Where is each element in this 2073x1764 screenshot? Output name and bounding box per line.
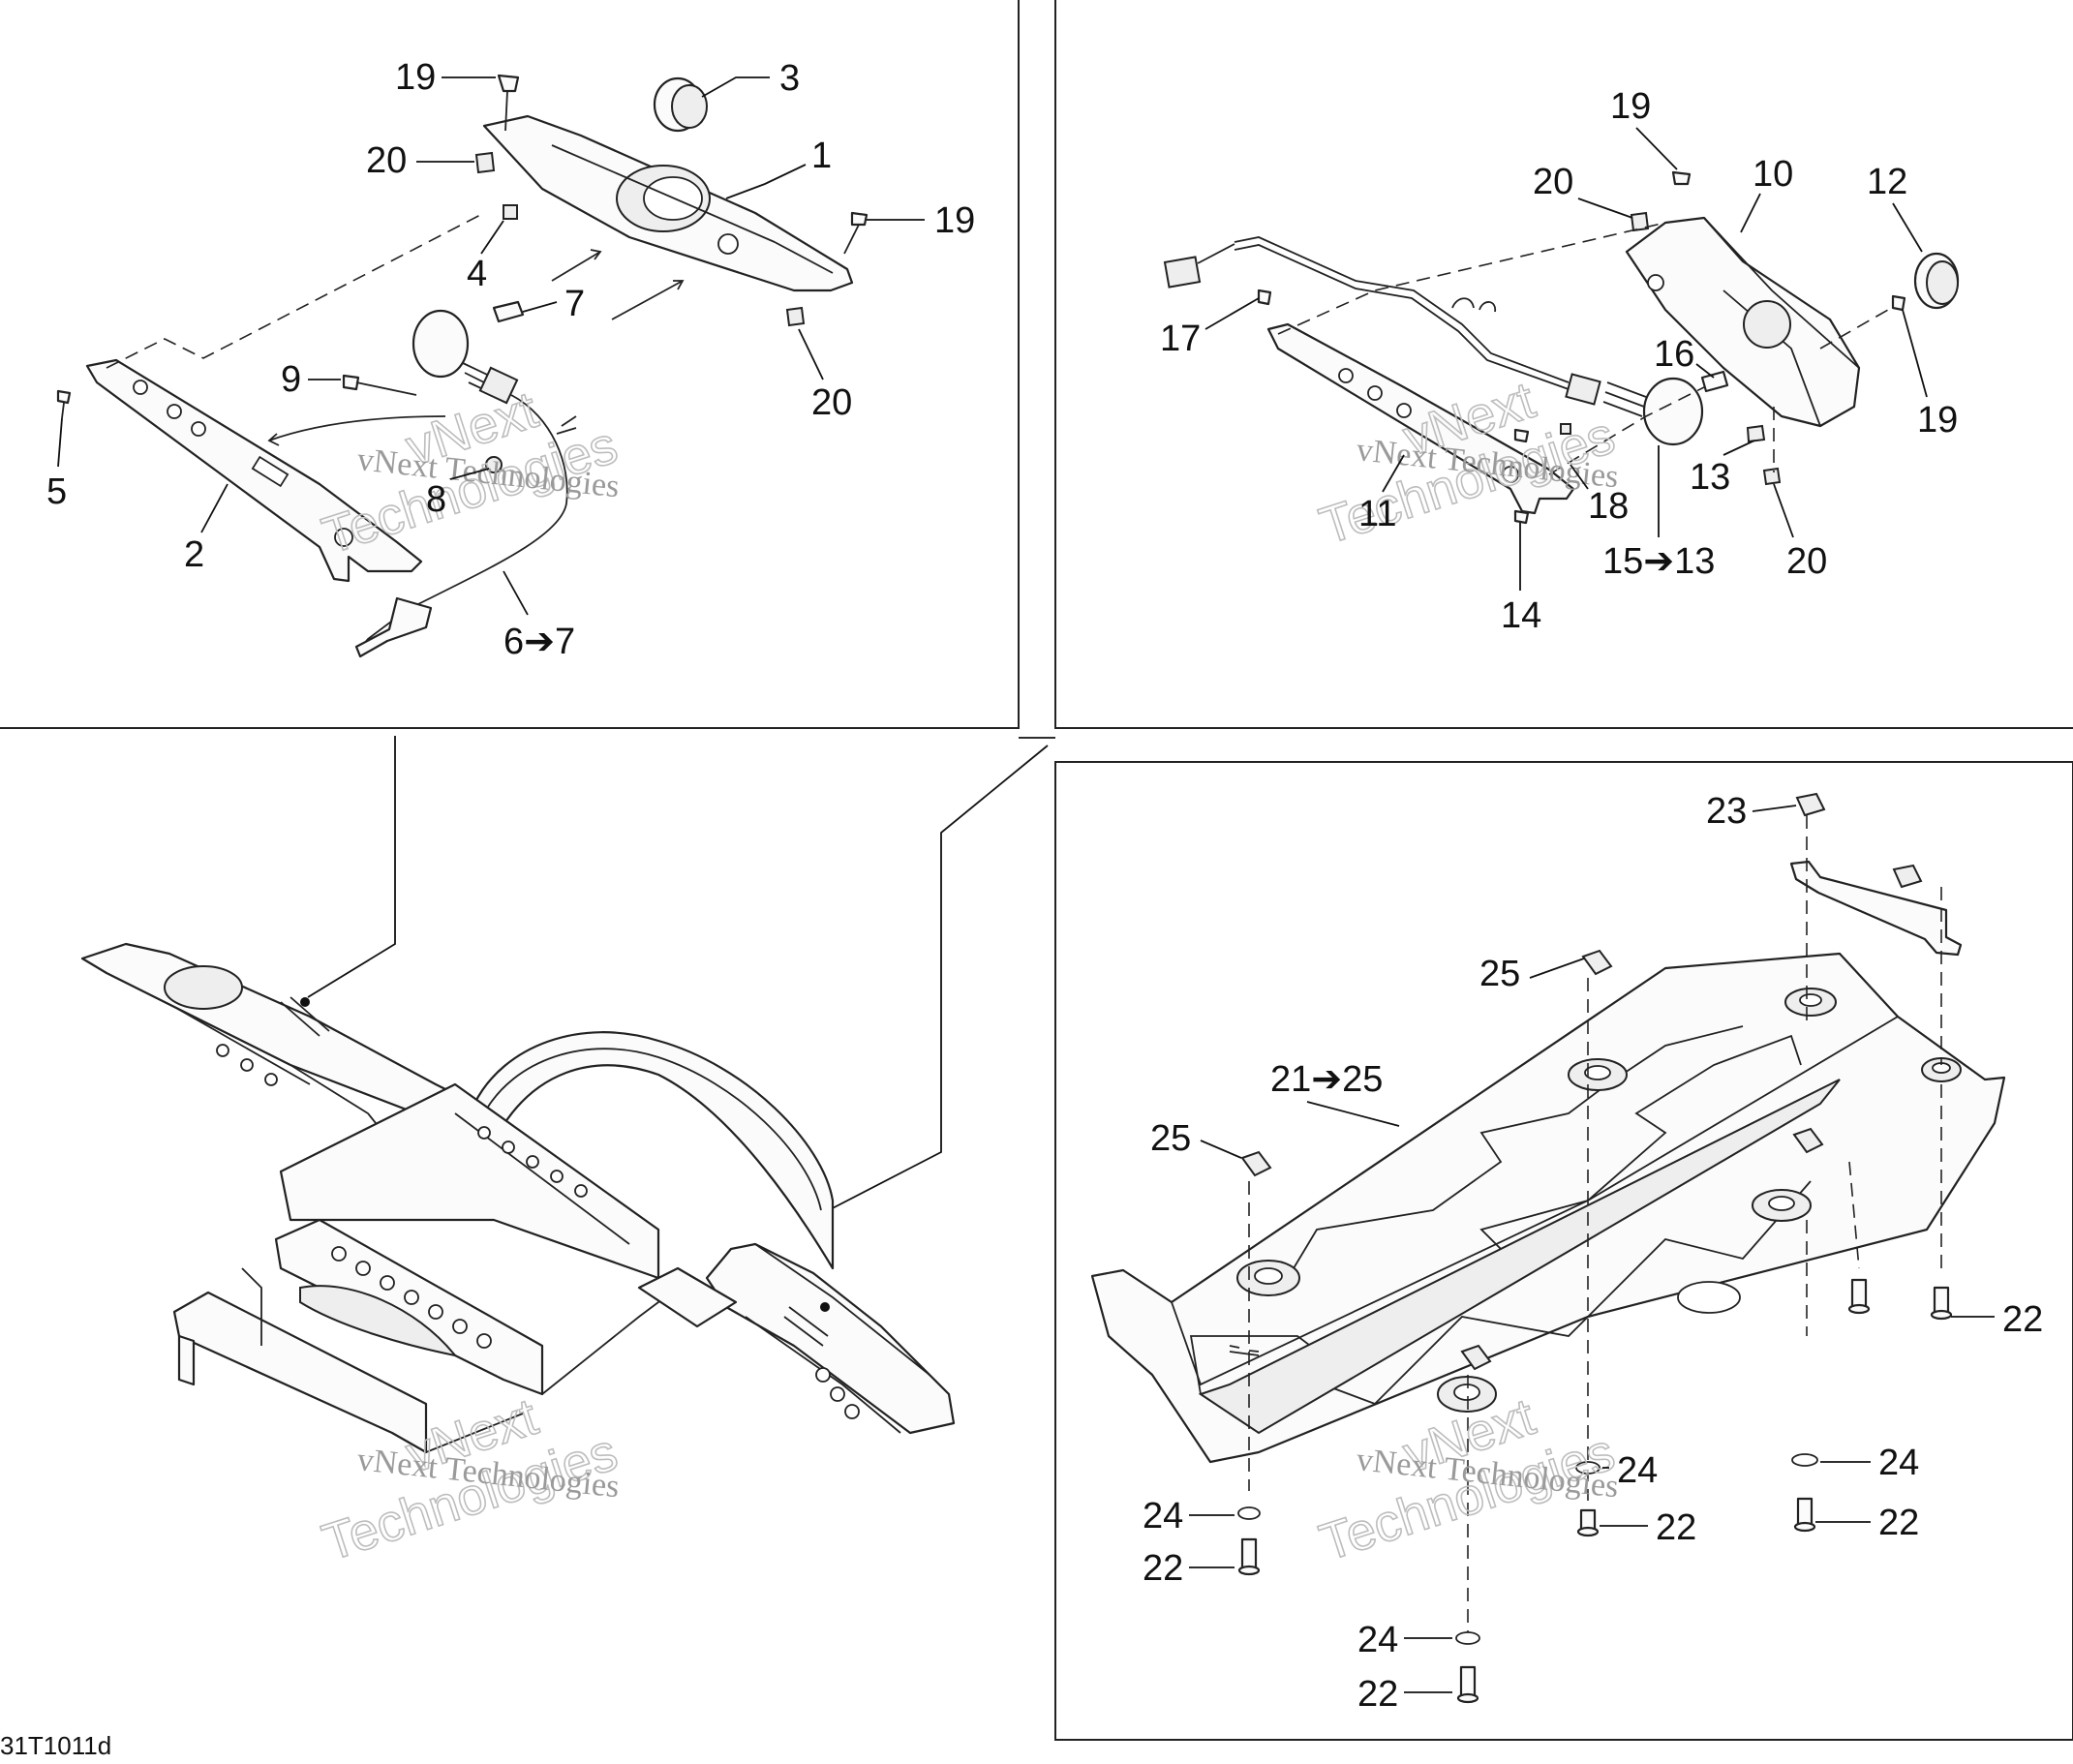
callout-label: 21➔25 <box>1270 1059 1383 1100</box>
callout-label: 23 <box>1706 791 1747 832</box>
callout-label: 10 <box>1753 154 1793 195</box>
callout-label: 14 <box>1501 595 1541 636</box>
callout-label: 20 <box>1786 541 1827 582</box>
callout-label: 5 <box>46 471 67 512</box>
callouts-bottom-right: 23 25 21➔25 25 22 24 24 22 22 24 22 24 2… <box>1143 791 2043 1715</box>
callout-label: 19 <box>934 200 975 241</box>
callout-label: 1 <box>811 136 832 176</box>
callout-label: 20 <box>811 382 852 423</box>
callout-label: 18 <box>1588 486 1629 527</box>
bulb-socket <box>412 309 470 379</box>
skid-plate <box>1090 952 2006 1464</box>
callout-label: 25 <box>1479 954 1520 994</box>
left-light-assembly <box>56 74 869 658</box>
callout-label: 6➔7 <box>503 622 575 662</box>
callout-label: 24 <box>1357 1620 1398 1660</box>
callout-label: 20 <box>366 140 407 181</box>
callout-label: 4 <box>467 254 487 294</box>
callout-label: 17 <box>1160 319 1201 359</box>
right-light-assembly <box>1163 170 1960 525</box>
callout-label: 19 <box>1610 86 1651 127</box>
callout-label: 19 <box>1917 400 1958 441</box>
skid-plate-assembly <box>1090 792 2006 1704</box>
frame-top-right <box>1054 0 2073 729</box>
callout-label: 11 <box>1358 494 1396 534</box>
callout-label: 24 <box>1878 1443 1919 1483</box>
callout-label: 22 <box>1878 1503 1919 1543</box>
callout-label: 12 <box>1867 162 1907 202</box>
callout-label: 22 <box>1143 1548 1183 1589</box>
callout-label: 9 <box>281 359 301 400</box>
callout-label: 13 <box>1690 457 1730 498</box>
callouts-top-left: 19 3 20 1 19 4 7 20 9 5 8 2 6➔7 <box>46 57 975 662</box>
drawing-code: 31T1011d <box>0 1731 111 1759</box>
connector-lines <box>307 736 1049 1213</box>
callout-label: 7 <box>564 284 585 324</box>
callouts-top-right: 19 20 10 12 17 16 19 13 11 18 15➔13 20 1… <box>1160 86 1958 636</box>
callout-label: 25 <box>1150 1118 1191 1159</box>
callout-label: 22 <box>1656 1507 1696 1548</box>
rear-bumper-frame-assembly <box>80 942 956 1454</box>
callout-label: 24 <box>1617 1450 1658 1491</box>
callout-label: 16 <box>1654 334 1694 375</box>
callout-label: 8 <box>426 479 446 520</box>
right-bulb-socket <box>1642 377 1704 446</box>
callout-label: 19 <box>395 57 436 98</box>
callout-label: 22 <box>1357 1674 1398 1715</box>
right-wire-harness <box>1234 236 1570 383</box>
callout-label: 22 <box>2002 1299 2043 1340</box>
callout-label: 2 <box>184 534 204 575</box>
callout-label: 15➔13 <box>1602 541 1715 582</box>
callout-label: 20 <box>1533 162 1573 202</box>
watermarks: vNext Technologies vNext Technologies vN… <box>315 370 1622 1572</box>
callout-label: 24 <box>1143 1496 1183 1536</box>
frame-top-left <box>0 0 1020 729</box>
wire-harness <box>357 394 568 652</box>
frame-bottom-right <box>1054 761 2073 1741</box>
callout-label: 3 <box>779 58 800 99</box>
